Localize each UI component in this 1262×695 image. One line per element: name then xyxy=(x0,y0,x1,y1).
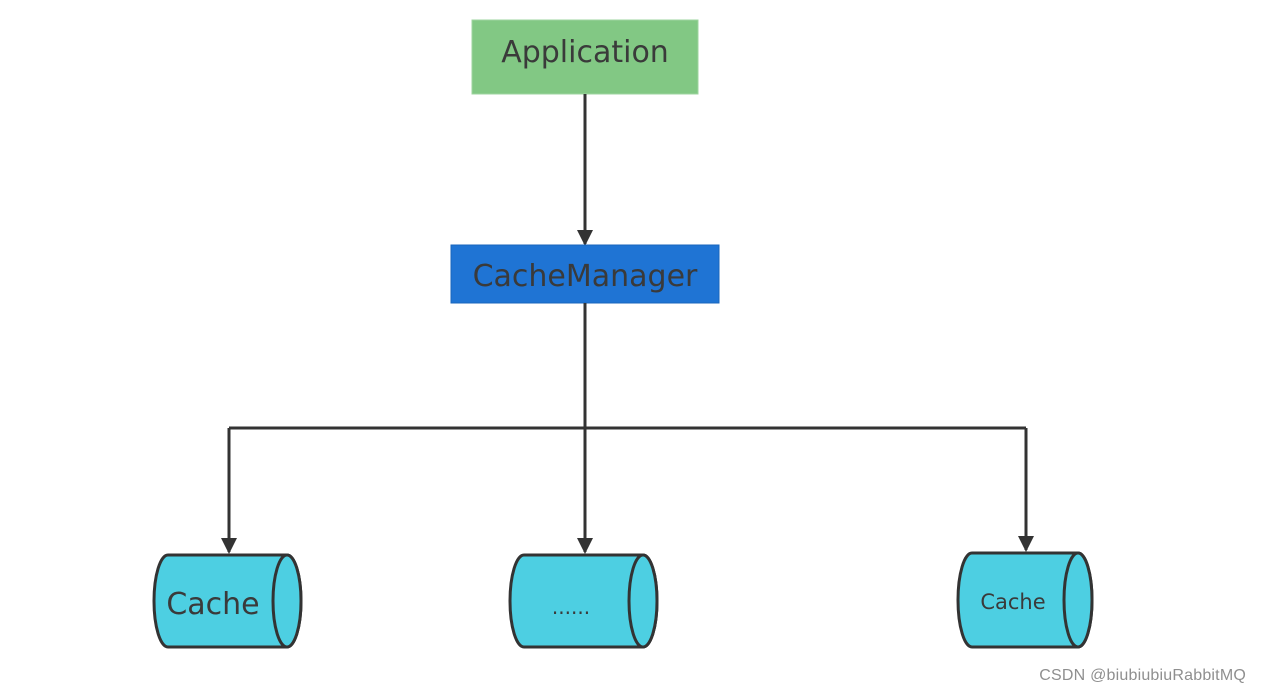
application-node: Application xyxy=(471,19,699,95)
connector-lines xyxy=(221,303,1034,554)
cache-cylinder-middle-end xyxy=(627,553,659,649)
cachemanager-label: CacheManager xyxy=(473,259,698,294)
cache-cylinder-left-end xyxy=(271,553,303,649)
cache-cylinder-middle: ...... xyxy=(508,553,659,649)
cache-cylinder-right-end xyxy=(1062,551,1094,649)
cachemanager-node: CacheManager xyxy=(450,244,720,304)
cache-left-label: Cache xyxy=(166,587,259,622)
cache-cylinder-left: Cache xyxy=(152,553,303,649)
cache-cylinder-right: Cache xyxy=(956,551,1094,649)
cachemanager-box xyxy=(450,244,720,304)
watermark-text: CSDN @biubiubiuRabbitMQ xyxy=(1039,667,1246,684)
cache-middle-label: ...... xyxy=(552,595,590,619)
application-box xyxy=(471,19,699,95)
application-label: Application xyxy=(501,35,669,70)
cache-right-label: Cache xyxy=(980,590,1045,614)
